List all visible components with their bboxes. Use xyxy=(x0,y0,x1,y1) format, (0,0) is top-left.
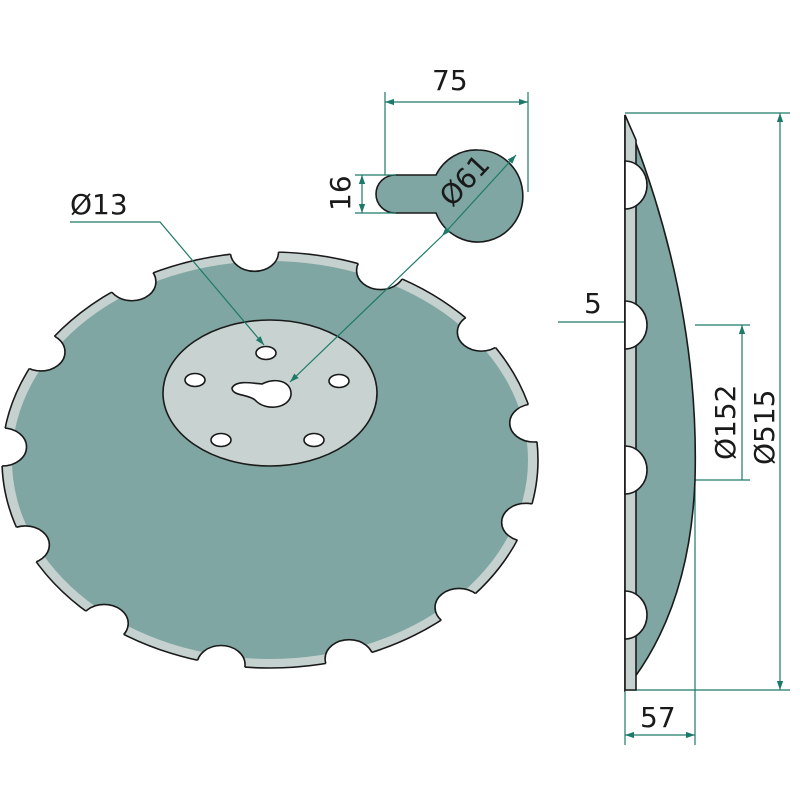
bolt-hole xyxy=(328,373,350,389)
bolt-hole xyxy=(210,432,232,448)
side-notch xyxy=(624,160,648,210)
dim-concavity: 57 xyxy=(640,701,676,734)
dimension-lines xyxy=(70,92,790,745)
side-notch xyxy=(624,445,648,495)
keyhole-center xyxy=(231,379,292,408)
bolt-hole xyxy=(255,345,277,361)
side-notch xyxy=(624,300,648,350)
dim-hub-diameter: Ø152 xyxy=(709,385,742,460)
dim-bolt-hole: Ø13 xyxy=(70,188,128,221)
side-notch xyxy=(624,590,648,640)
disc-side-view xyxy=(624,114,697,693)
bolt-hole xyxy=(184,372,206,388)
hub-plate xyxy=(162,319,378,467)
dim-disc-diameter: Ø515 xyxy=(748,390,781,465)
dim-thickness: 5 xyxy=(584,287,602,320)
bolt-hole xyxy=(303,432,325,448)
dim-keyhole-tab: 16 xyxy=(324,175,357,211)
dim-keyhole-width: 75 xyxy=(432,64,468,97)
